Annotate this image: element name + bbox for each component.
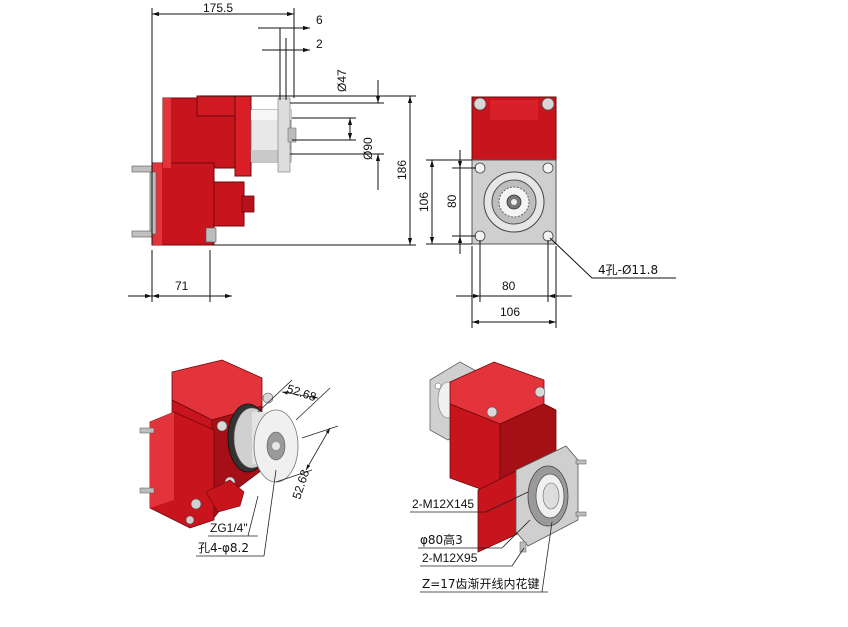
callout-spline: Z=17齿渐开线内花键	[422, 576, 540, 591]
dim-71: 71	[175, 279, 189, 293]
callout-d80: φ80高3	[420, 532, 463, 547]
side-view: 106 80 80 106 4孔-Ø11.8	[417, 96, 676, 328]
front-housing-lower	[151, 162, 215, 246]
callout-m12x145: 2-M12X145	[412, 497, 474, 511]
dim-d47: Ø47	[335, 69, 349, 92]
front-view: 175.5 6 2 Ø47 Ø90 186 71	[128, 1, 416, 302]
bolt-head	[262, 392, 274, 404]
bolt-head	[534, 386, 546, 398]
dim-52-68-top: 52.68	[285, 382, 318, 405]
iso-view-left: 52.68 52.68 ZG1/4" 孔4-φ8.2	[139, 359, 339, 557]
dim-80-horizontal: 80	[502, 279, 516, 293]
dim-106-horizontal: 106	[500, 305, 520, 319]
front-port-block	[213, 181, 245, 227]
dim-52-68-side: 52.68	[290, 468, 313, 501]
dim-2: 2	[316, 37, 323, 51]
bolt-head	[486, 406, 498, 418]
callout-holes: 孔4-φ8.2	[198, 541, 249, 555]
hole-callout: 4孔-Ø11.8	[598, 263, 658, 277]
callout-thread: ZG1/4"	[210, 521, 248, 535]
bolt	[131, 230, 153, 238]
dim-6: 6	[316, 13, 323, 27]
bolt	[131, 165, 153, 173]
dim-80-vertical: 80	[445, 194, 459, 208]
bolt-head	[216, 420, 228, 432]
front-flange-ring	[234, 95, 252, 177]
dim-186: 186	[395, 160, 409, 180]
callout-m12x95: 2-M12X95	[422, 551, 478, 565]
iso-view-right: 2-M12X145 φ80高3 2-M12X95 Z=17齿渐开线内花键	[410, 361, 587, 593]
bolt-head	[473, 97, 487, 111]
dim-d90: Ø90	[361, 137, 375, 160]
dim-total-length: 175.5	[203, 1, 233, 15]
bolt-head	[541, 97, 555, 111]
dim-106-vertical: 106	[417, 192, 431, 212]
